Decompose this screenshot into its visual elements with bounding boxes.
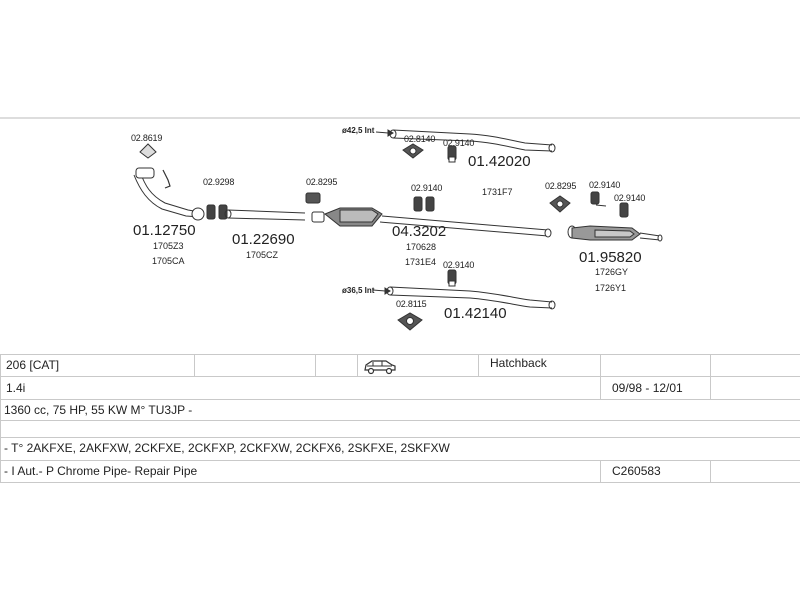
pipe-oem-front-2: 1705CA	[152, 256, 185, 266]
cell-reference: C260583	[612, 464, 661, 478]
cell-notes: - I Aut.- P Chrome Pipe- Repair Pipe	[4, 464, 198, 478]
part-code-02-9140-rear-a: 02.9140	[589, 180, 621, 190]
clamp-02-9140-rear-b	[619, 202, 629, 218]
pipe-code-lower: 01.42140	[444, 305, 507, 322]
clamp-02-9140-upper	[447, 145, 457, 163]
part-code-02-9140-mid: 02.9140	[411, 183, 443, 193]
bracket	[162, 169, 171, 189]
gasket-02-8619	[139, 143, 157, 159]
pipe-oem-cat-1: 170628	[406, 242, 437, 252]
front-pipe	[133, 167, 205, 221]
pipe-oem-front-1: 1705Z3	[153, 241, 184, 251]
pipe-code-rear: 01.95820	[579, 249, 642, 266]
middle-pipe	[224, 209, 306, 221]
part-code-02-9298: 02.9298	[203, 177, 235, 187]
clamp-02-9140-lower	[447, 269, 457, 287]
cell-model: 206 [CAT]	[6, 358, 60, 372]
diameter-note-upper: ø42,5 Int	[342, 126, 375, 135]
cell-years: 09/98 - 12/01	[612, 381, 683, 395]
gasket-02-8295	[305, 192, 325, 223]
part-code-02-8115: 02.8115	[396, 299, 427, 309]
pipe-oem-upper-1: 1731F7	[482, 187, 513, 197]
part-code-02-9140-rear-b: 02.9140	[614, 193, 646, 203]
pipe-code-upper: 01.42020	[468, 153, 531, 170]
cell-engine: 1.4i	[6, 381, 26, 395]
exhaust-drawing	[0, 117, 800, 331]
exhaust-diagram: 02.8619 02.9298 02.8295 02.8140 02.9140 …	[0, 117, 800, 331]
pipe-code-middle: 01.22690	[232, 231, 295, 248]
diameter-arrow-upper	[375, 129, 394, 137]
diameter-arrow-lower	[372, 287, 391, 295]
pipe-oem-rear-2: 1726Y1	[595, 283, 627, 293]
pipe-oem-middle-1: 1705CZ	[246, 250, 279, 260]
clamp-02-9298	[206, 204, 228, 220]
rear-silencer	[567, 225, 663, 242]
cell-body-type: Hatchback	[490, 356, 547, 370]
pipe-code-cat: 04.3202	[392, 223, 447, 240]
clamp-02-9140-rear-a	[590, 191, 607, 207]
part-code-02-9140-lower: 02.9140	[443, 260, 475, 270]
part-code-02-8295-rear: 02.8295	[545, 181, 577, 191]
part-code-02-8140: 02.8140	[404, 134, 436, 144]
part-code-02-8619: 02.8619	[131, 133, 163, 143]
pipe-oem-rear-1: 1726GY	[595, 267, 629, 277]
diameter-note-lower: ø36,5 Int	[342, 286, 375, 295]
clamp-02-9140-mid	[413, 196, 435, 212]
cell-specs: 1360 cc, 75 HP, 55 KW M° TU3JP -	[4, 403, 193, 417]
part-code-02-8295: 02.8295	[306, 177, 338, 187]
hanger-02-8115	[397, 312, 423, 331]
cell-engine-codes: - T° 2AKFXE, 2AKFXW, 2CKFXE, 2CKFXP, 2CK…	[4, 441, 450, 455]
hanger-02-8140	[402, 143, 424, 159]
gasket-02-8295-rear	[549, 195, 571, 213]
part-code-02-9140-upper: 02.9140	[443, 138, 475, 148]
catalytic-converter	[324, 207, 552, 238]
pipe-code-front: 01.12750	[133, 222, 196, 239]
lower-pipe	[386, 286, 556, 310]
upper-pipe	[389, 129, 556, 153]
pipe-oem-cat-2: 1731E4	[405, 257, 437, 267]
hatchback-car-icon	[364, 360, 396, 375]
